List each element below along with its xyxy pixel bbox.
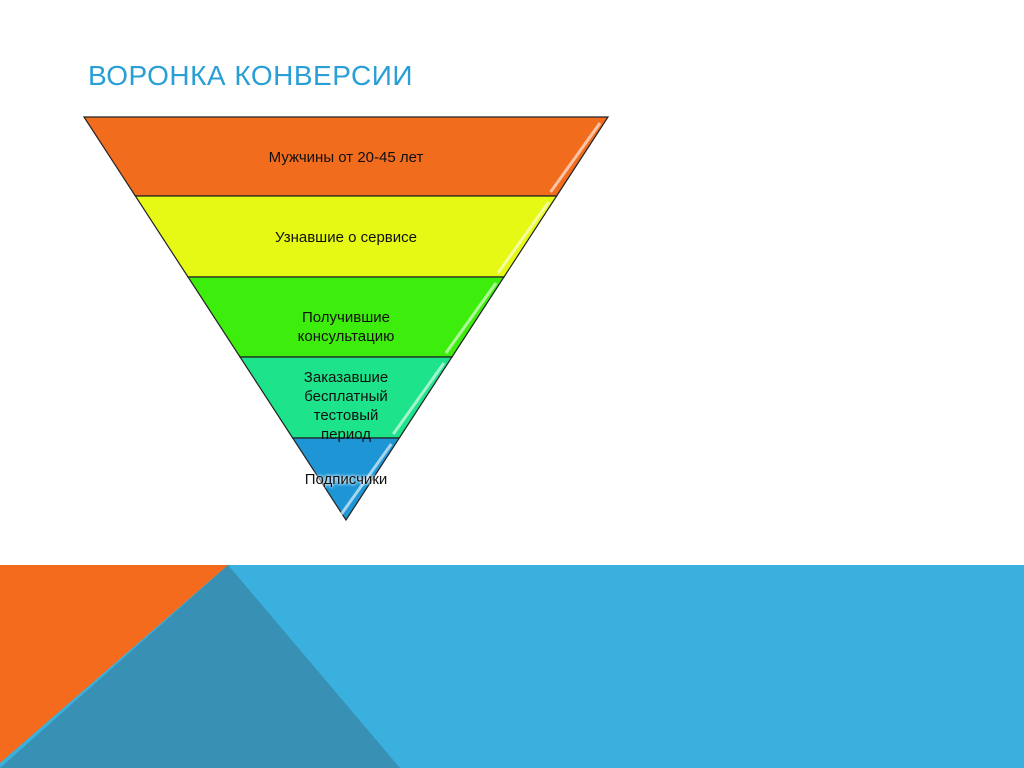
band-dark-triangle: [0, 565, 400, 768]
funnel-label-2: Узнавшие о сервисе: [275, 228, 417, 247]
funnel-label-line: бесплатный: [304, 388, 388, 405]
funnel-label-5: Подписчики: [305, 470, 388, 489]
funnel-highlight: [444, 282, 498, 354]
funnel-highlight: [549, 122, 602, 193]
funnel-label-line: Подписчики: [304, 471, 388, 488]
funnel-label-line: Узнавшие о сервисе: [275, 229, 417, 246]
funnel-highlight: [496, 201, 550, 274]
band-orange-triangle: [0, 565, 228, 763]
funnel-level-5: [291, 437, 401, 522]
funnel-label-line: тестовый: [313, 407, 379, 424]
funnel-label-line: Мужчины от 20-45 лет: [268, 149, 424, 166]
funnel-label-line: Заказавшие: [303, 369, 389, 386]
funnel-highlight: [338, 443, 393, 517]
slide-title: ВОРОНКА КОНВЕРСИИ: [88, 60, 414, 91]
funnel-label-line: период: [321, 426, 371, 443]
funnel-label-1: Мужчины от 20-45 лет: [269, 148, 424, 167]
funnel-label-line: консультацию: [297, 328, 395, 345]
funnel-label-4: Заказавшие бесплатный тестовый период: [304, 368, 388, 444]
funnel-highlight: [392, 362, 446, 435]
funnel-label-3: Получившие консультацию: [298, 308, 395, 346]
funnel-label-line: Получившие: [302, 309, 390, 326]
